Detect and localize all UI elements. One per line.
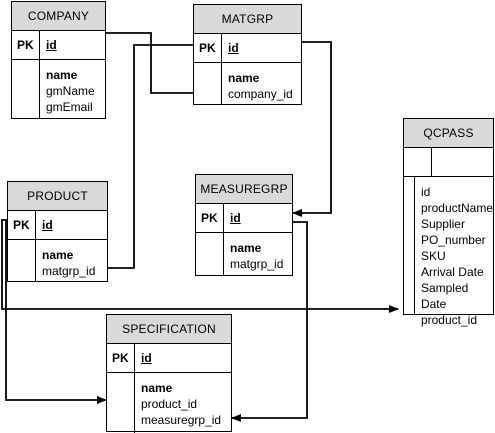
link-company-matgrp [105,32,227,97]
pk-field: id [230,211,241,225]
fields-row: name matgrp_id [8,240,107,282]
field: Supplier [420,217,465,231]
entity-specification: SPECIFICATION PK id name product_id meas… [106,314,232,433]
pk-field: id [42,218,53,232]
fields-row: id productName Supplier PO_number SKU Ar… [404,177,493,327]
entity-title: SPECIFICATION [107,315,231,344]
field: Sampled Date [420,281,469,311]
pk-label: PK [8,211,36,239]
field: name [42,248,74,262]
pk-row: PK id [107,344,231,373]
link-matgrp-product [97,44,194,272]
field-list: name company_id [222,63,293,105]
entity-qcpass: QCPASS id productName Supplier PO_number… [403,118,494,327]
field-list: name gmName gmEmail [40,60,95,118]
field: name [230,241,262,255]
pk-label: PK [107,344,135,372]
entity-matgrp: MATGRP PK id name company_id [193,4,302,105]
pk-field: id [46,38,57,52]
fields-row: name gmName gmEmail [12,60,105,118]
pk-row: PK id [8,211,107,240]
entity-title: QCPASS [404,119,493,148]
field: gmName [46,84,95,98]
entity-title: MATGRP [194,5,301,34]
entity-company: COMPANY PK id name gmName gmEmail [11,1,106,119]
field: matgrp_id [230,257,284,271]
field: product_id [420,313,477,327]
field: name [46,68,78,82]
field: productName [420,201,493,215]
entity-measuregrp: MEASUREGRP PK id name matgrp_id [195,174,293,276]
field-list: name matgrp_id [224,233,283,276]
fields-row: name company_id [194,63,301,105]
field-list: id productName Supplier PO_number SKU Ar… [415,177,493,327]
field: name [228,71,260,85]
pk-field: id [141,351,152,365]
pk-label: PK [196,204,224,232]
field: Arrival Date [420,265,484,279]
field: SKU [420,249,446,263]
entity-title: PRODUCT [8,182,107,211]
link-matgrp-measuregrp [292,41,332,217]
field: measuregrp_id [141,413,222,427]
entity-product: PRODUCT PK id name matgrp_id [7,181,108,282]
entity-title: COMPANY [12,2,105,31]
fields-row: name product_id measuregrp_id [107,373,231,433]
link-measuregrp-specification [231,221,308,422]
pk-field: id [228,41,239,55]
field: name [141,381,173,395]
pk-row [404,148,493,177]
entity-title: MEASUREGRP [196,175,292,204]
pk-row: PK id [196,204,292,233]
field: id [420,185,431,199]
pk-row: PK id [12,31,105,60]
field-list: name product_id measuregrp_id [135,373,221,433]
field: company_id [228,87,293,101]
field: product_id [141,397,198,411]
pk-label: PK [12,31,40,59]
pk-label: PK [194,34,222,62]
field-list: name matgrp_id [36,240,95,282]
field: PO_number [420,233,486,247]
fields-row: name matgrp_id [196,233,292,276]
field: matgrp_id [42,264,96,278]
field: gmEmail [46,100,93,114]
link-product-qcpass [1,219,399,313]
pk-row: PK id [194,34,301,63]
